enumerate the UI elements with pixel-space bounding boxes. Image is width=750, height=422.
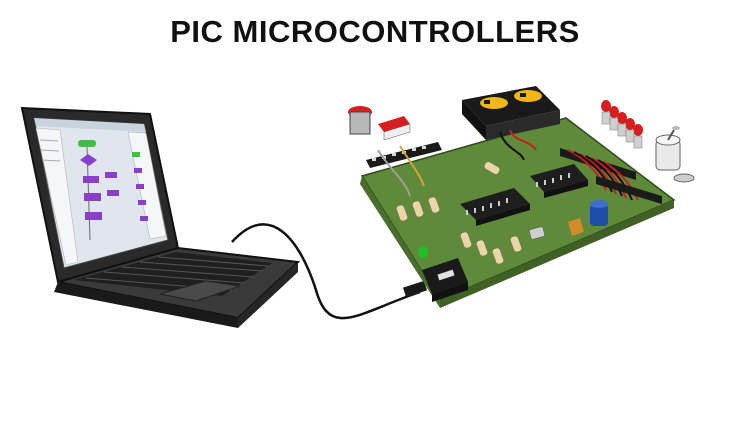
- flowchart-decision-icon: [80, 154, 97, 166]
- ic-chip-left-icon: [460, 188, 530, 226]
- led-green-icon: [418, 246, 428, 258]
- pic-development-board: [348, 86, 695, 308]
- flowchart-start-icon: [78, 140, 96, 147]
- usb-plug-icon: [402, 280, 428, 298]
- led-array-icon: [601, 100, 643, 149]
- usb-connector-icon: [422, 258, 468, 302]
- battery-pack-icon: [462, 86, 560, 161]
- capacitor-orange-icon: [568, 218, 584, 236]
- capacitor-blue-icon: [590, 200, 608, 226]
- laptop-screen: [34, 118, 167, 266]
- dc-motor-icon: [655, 126, 695, 183]
- ic-chip-right-icon: [530, 164, 588, 198]
- page-title: PIC MICROCONTROLLERS: [170, 14, 580, 49]
- usb-cable: [231, 223, 421, 320]
- toggle-switch-icon: [378, 116, 410, 132]
- laptop: [20, 106, 301, 328]
